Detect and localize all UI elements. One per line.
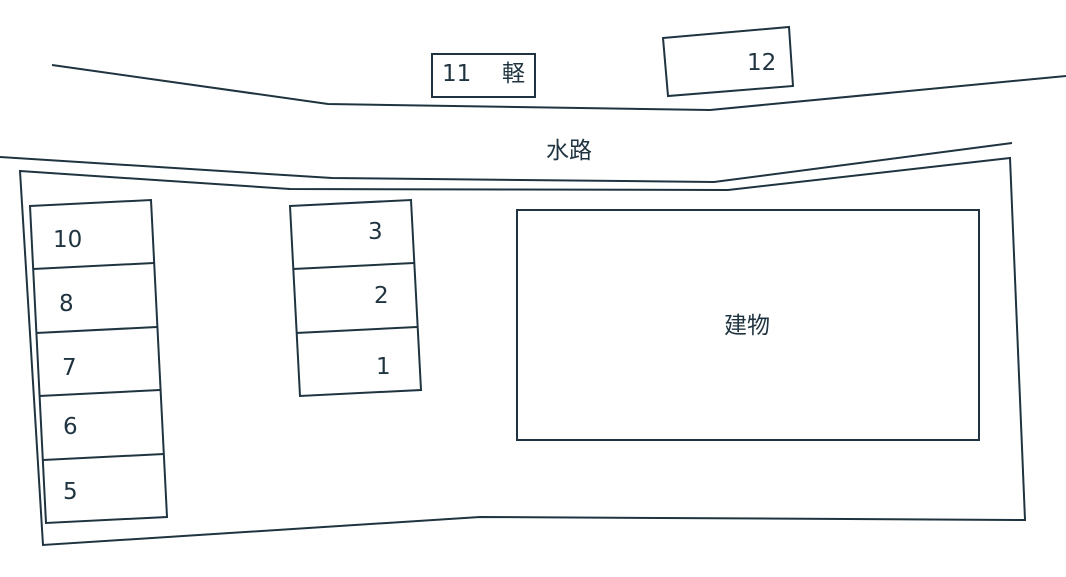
middle-column-outline: [288, 198, 423, 398]
building: [516, 209, 980, 441]
left-column-outline: [28, 198, 169, 525]
light-vehicle-label: 軽: [502, 61, 525, 87]
parking-space-12: [661, 25, 795, 98]
space-11-label: 11: [442, 61, 471, 87]
space-7-label: 7: [62, 355, 77, 381]
divider-3-2: [292, 262, 415, 270]
divider-8-7: [35, 326, 158, 334]
building-label: 建物: [724, 313, 770, 339]
divider-2-1: [295, 326, 418, 334]
space-3-label: 3: [368, 219, 383, 245]
space-5-label: 5: [63, 479, 78, 505]
waterway-north-bank: [51, 64, 1066, 112]
space-2-label: 2: [374, 283, 389, 309]
space-6-label: 6: [63, 414, 78, 440]
parking-column-left: 10 8 7 6 5: [28, 198, 169, 525]
space-8-label: 8: [59, 291, 74, 317]
divider-6-5: [42, 453, 165, 461]
divider-7-6: [38, 389, 161, 397]
space-10-label: 10: [53, 227, 82, 253]
space-1-label: 1: [376, 354, 391, 380]
parking-column-middle: 3 2 1: [288, 198, 423, 398]
parking-space-11: [431, 53, 536, 98]
waterway-label: 水路: [546, 138, 592, 164]
divider-10-8: [32, 262, 155, 270]
space-12-label: 12: [747, 50, 776, 76]
lot-boundary: [18, 156, 1027, 547]
waterway-south-bank: [0, 142, 1013, 184]
